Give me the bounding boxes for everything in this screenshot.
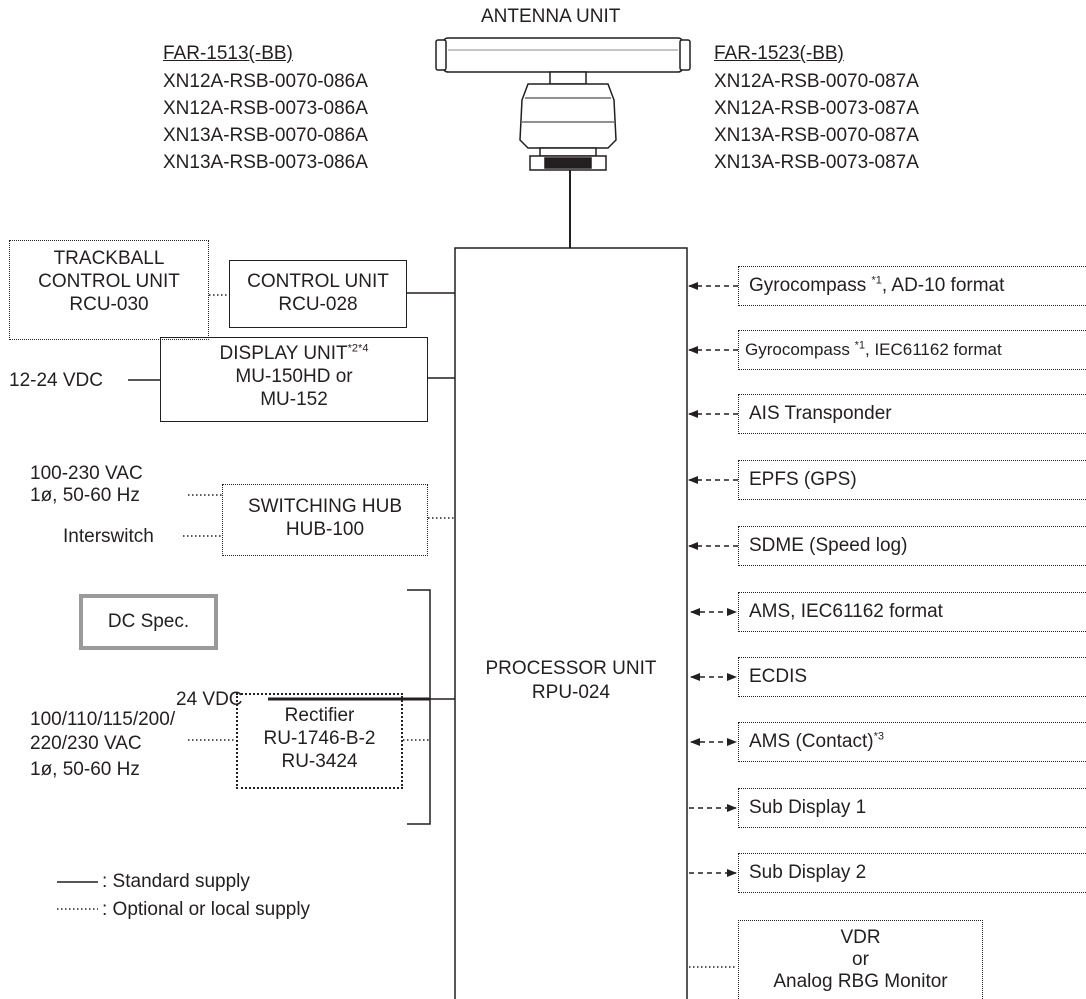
antenna-left-variant: XN12A-RSB-0070-086A	[163, 71, 368, 92]
input-gyrocompass-iec: Gyrocompass *1, IEC61162 format	[738, 330, 1086, 370]
input-label: AMS, IEC61162 format	[749, 601, 943, 622]
hub-power-2: 1ø, 50-60 Hz	[30, 485, 140, 506]
trackball-control-unit-box: TRACKBALL CONTROL UNIT RCU-030	[9, 240, 209, 340]
legend-standard: : Standard supply	[102, 871, 250, 892]
trackball-line2: CONTROL UNIT	[38, 271, 180, 292]
dc-bracket	[407, 589, 431, 825]
switching-hub-box: SWITCHING HUB HUB-100	[222, 484, 428, 556]
input-ais-transponder: AIS Transponder	[738, 394, 1086, 434]
dc-voltage-label: 24 VDC	[176, 689, 243, 710]
antenna-unit-icon	[435, 37, 691, 171]
rectifier-box: Rectifier RU-1746-B-2 RU-3424	[236, 693, 403, 789]
input-suffix: , IEC61162 format	[865, 340, 1002, 359]
control-unit-line2: RCU-028	[278, 294, 358, 315]
hub-interswitch-label: Interswitch	[63, 526, 154, 547]
display-unit-note: *2*4	[347, 342, 369, 355]
vdr-line2: or	[852, 949, 869, 970]
vdr-line1: VDR	[840, 927, 881, 948]
input-label: Gyrocompass	[745, 340, 855, 359]
dc-spec-label: DC Spec.	[79, 594, 218, 650]
rectifier-line3: RU-3424	[281, 751, 358, 772]
display-unit-box: DISPLAY UNIT*2*4 MU-150HD or MU-152	[160, 337, 428, 422]
antenna-right-variant: XN12A-RSB-0070-087A	[714, 71, 919, 92]
rectifier-line2: RU-1746-B-2	[263, 728, 376, 749]
vdr-line3: Analog RBG Monitor	[773, 971, 948, 992]
input-label: AIS Transponder	[749, 403, 892, 424]
antenna-left-variant: XN12A-RSB-0073-086A	[163, 98, 368, 119]
switching-hub-line2: HUB-100	[285, 519, 365, 540]
hub-power-1: 100-230 VAC	[30, 463, 143, 484]
dc-spec-text: DC Spec.	[107, 611, 190, 632]
input-sdme: SDME (Speed log)	[738, 526, 1086, 566]
rectifier-power-3: 1ø, 50-60 Hz	[30, 759, 140, 780]
input-gyrocompass-ad10: Gyrocompass *1, AD-10 format	[738, 266, 1086, 306]
rectifier-power-2: 220/230 VAC	[30, 733, 142, 754]
antenna-right-variant: XN13A-RSB-0073-087A	[714, 152, 919, 173]
processor-unit-box	[454, 247, 688, 999]
antenna-title: ANTENNA UNIT	[481, 6, 621, 27]
legend-optional: : Optional or local supply	[102, 899, 311, 920]
input-note: *3	[873, 730, 884, 743]
processor-line2: RPU-024	[531, 682, 611, 703]
input-label: Sub Display 1	[749, 797, 867, 818]
input-suffix: , AD-10 format	[881, 275, 1005, 296]
control-unit-box: CONTROL UNIT RCU-028	[229, 260, 407, 328]
input-label: ECDIS	[749, 666, 808, 687]
input-label: Gyrocompass	[749, 275, 872, 296]
display-power-label: 12-24 VDC	[9, 370, 103, 391]
input-ams-iec: AMS, IEC61162 format	[738, 592, 1086, 632]
input-label: SDME (Speed log)	[749, 535, 908, 556]
input-ams-contact: AMS (Contact)*3	[738, 722, 1086, 762]
antenna-right-model: FAR-1523(-BB)	[714, 43, 844, 64]
antenna-left-model: FAR-1513(-BB)	[163, 43, 293, 64]
antenna-left-variant: XN13A-RSB-0070-086A	[163, 125, 368, 146]
antenna-left-variant: XN13A-RSB-0073-086A	[163, 152, 368, 173]
display-unit-line1: DISPLAY UNIT	[219, 343, 348, 364]
input-note: *1	[871, 274, 882, 287]
input-note: *1	[854, 339, 865, 352]
trackball-line3: RCU-030	[69, 294, 149, 315]
trackball-line1: TRACKBALL	[53, 248, 165, 269]
antenna-right-variant: XN12A-RSB-0073-087A	[714, 98, 919, 119]
input-epfs: EPFS (GPS)	[738, 460, 1086, 500]
input-label: AMS (Contact)	[749, 731, 874, 752]
display-unit-line3: MU-152	[260, 389, 328, 410]
control-unit-line1: CONTROL UNIT	[247, 271, 389, 292]
processor-line1: PROCESSOR UNIT	[485, 658, 657, 679]
switching-hub-line1: SWITCHING HUB	[247, 496, 403, 517]
display-unit-title: DISPLAY UNIT*2*4	[161, 342, 427, 365]
input-sub-display-2: Sub Display 2	[738, 853, 1086, 893]
input-sub-display-1: Sub Display 1	[738, 788, 1086, 828]
input-ecdis: ECDIS	[738, 657, 1086, 697]
input-label: Sub Display 2	[749, 862, 867, 883]
rectifier-line1: Rectifier	[284, 705, 355, 726]
antenna-right-variant: XN13A-RSB-0070-087A	[714, 125, 919, 146]
rectifier-power-1: 100/110/115/200/	[30, 709, 176, 730]
vdr-box: VDR or Analog RBG Monitor	[738, 920, 983, 999]
display-unit-line2: MU-150HD or	[235, 366, 353, 387]
input-label: EPFS (GPS)	[749, 469, 857, 490]
